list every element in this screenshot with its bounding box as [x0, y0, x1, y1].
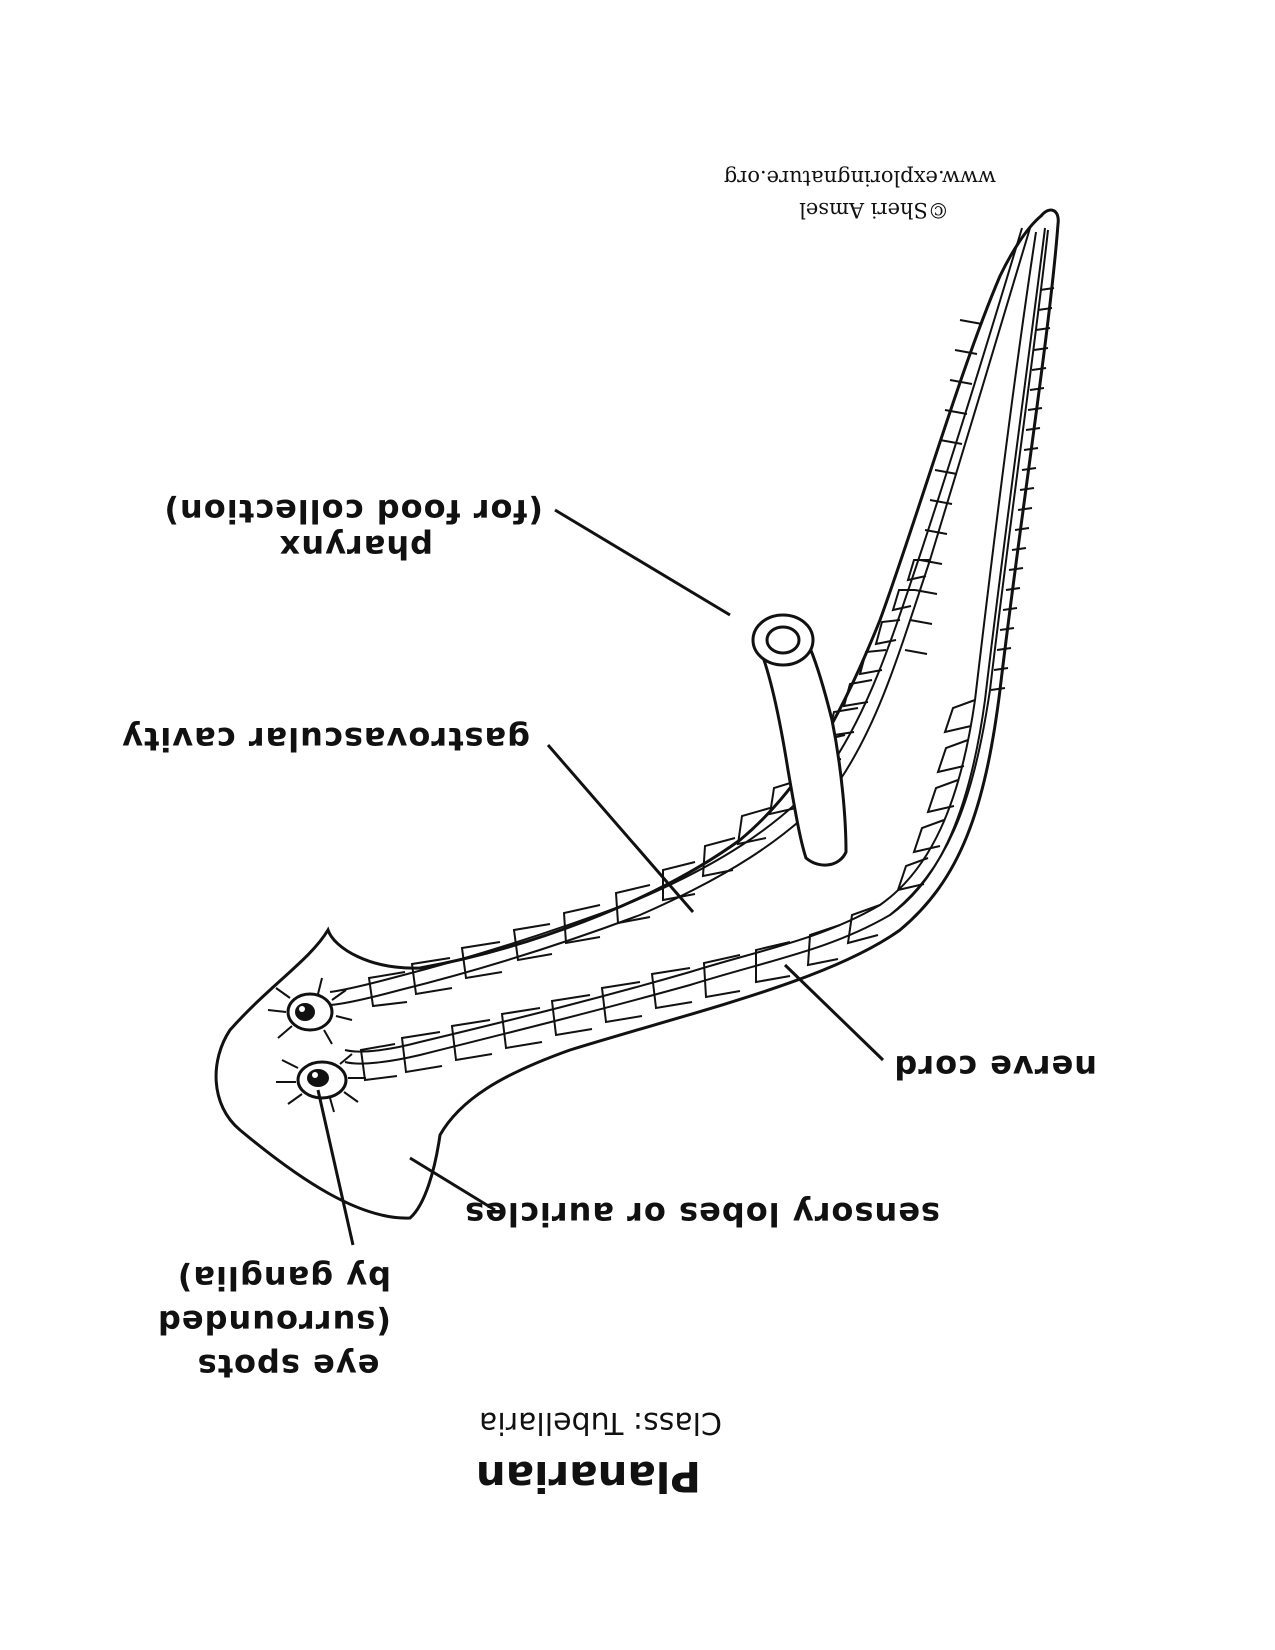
leader-gastrovascular [546, 744, 695, 913]
leader-pharynx [554, 508, 731, 617]
label-gastrovascular: gastrovascular cavity [121, 720, 530, 758]
diagram-title: Planarian [475, 1452, 701, 1501]
eye-spot-lower [276, 1053, 366, 1113]
gut-branches-right [359, 287, 1055, 1082]
credit-website: www.exploringnature.org [723, 166, 996, 190]
eye-spot-upper [267, 977, 353, 1045]
nerve-cord-right [344, 227, 1046, 1065]
gut-branches-left [367, 559, 930, 1008]
eye-spots-line-1: eye spots [196, 1347, 380, 1385]
leader-lines [316, 508, 885, 1246]
nerve-cord-right-2 [344, 231, 1037, 1053]
label-pharynx: pharynx [278, 528, 433, 566]
label-eye-spots: eye spots (surrounded by ganglia) [156, 1256, 391, 1388]
eye-spots-line-2: (surrounded [156, 1303, 391, 1341]
leader-eye-spots [316, 1089, 355, 1246]
diagram-subtitle: Class: Tubellaria [479, 1405, 722, 1440]
label-nerve-cord: nerve cord [893, 1048, 1097, 1086]
credit-author: ©Sheri Amsel [799, 198, 949, 222]
label-pharynx-note: (for food collection) [163, 492, 543, 530]
label-sensory-lobes: sensory lobes or auricles [464, 1195, 940, 1233]
eye-spots [267, 977, 366, 1113]
leader-nerve-cord [783, 963, 885, 1062]
eye-spots-line-3: by ganglia) [176, 1259, 391, 1297]
pharynx-tube [751, 613, 848, 867]
leader-sensory-lobes [409, 1156, 496, 1212]
